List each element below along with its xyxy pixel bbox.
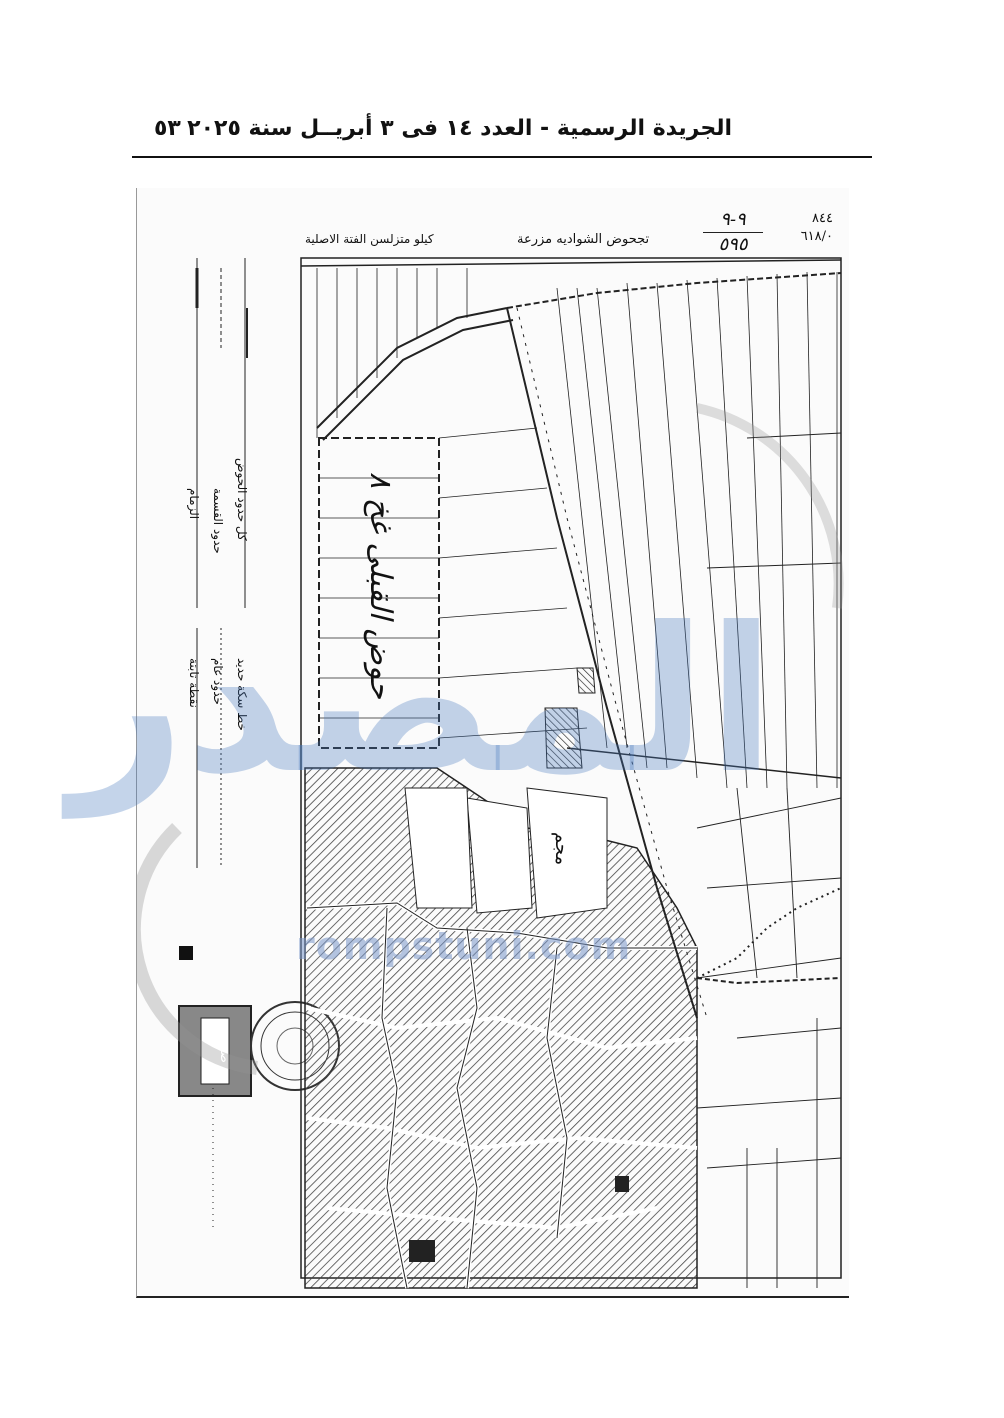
page-title: الجريدة الرسمية - العدد ١٤ فى ٣ أبريــل … <box>187 116 732 141</box>
sheet-code-line-1: ٨٤٤ <box>812 211 833 226</box>
header-rule <box>132 156 872 158</box>
legend-item-3: الزمام <box>187 488 201 520</box>
fraction-bottom: ٥٩٥ <box>718 234 748 255</box>
fraction-top: ٩-٩ <box>720 209 746 230</box>
basin-label: حوض القبلى غخ ٨ <box>362 472 398 699</box>
sheet-code: ٨٤٤ ٦١٨/٠ <box>801 210 833 246</box>
legend-item-4: خط سكة حديد <box>235 658 249 731</box>
top-label-left: كيلو متزلسن الفتة الاصلية <box>305 232 434 246</box>
fraction-bar <box>703 232 763 233</box>
map-drawing <box>137 257 844 1289</box>
legend-item-6: نقطة ثابتة <box>187 658 201 708</box>
legend-item-2: حدود القسمة <box>211 488 225 554</box>
top-label-right: تجحوض الشواديه مزرعة <box>517 232 650 247</box>
sheet-code-line-2: ٦١٨/٠ <box>800 229 833 244</box>
handwritten-fraction: ٩-٩ ٥٩٥ <box>703 210 763 255</box>
village-label: مجم <box>551 831 573 866</box>
legend-panel <box>178 258 252 1228</box>
legend-item-1: كل حدود الحوض <box>235 458 249 541</box>
page-number: ٥٣ <box>154 116 181 141</box>
page-header: ٥٣ الجريدة الرسمية - العدد ١٤ فى ٣ أبريـ… <box>132 108 872 148</box>
cadastral-map: ٨٤٤ ٦١٨/٠ ٩-٩ ٥٩٥ تجحوض الشواديه مزرعة ك… <box>136 188 849 1298</box>
legend-box-label: صوره <box>216 1032 232 1063</box>
legend-item-5: حدود عام <box>211 658 225 705</box>
